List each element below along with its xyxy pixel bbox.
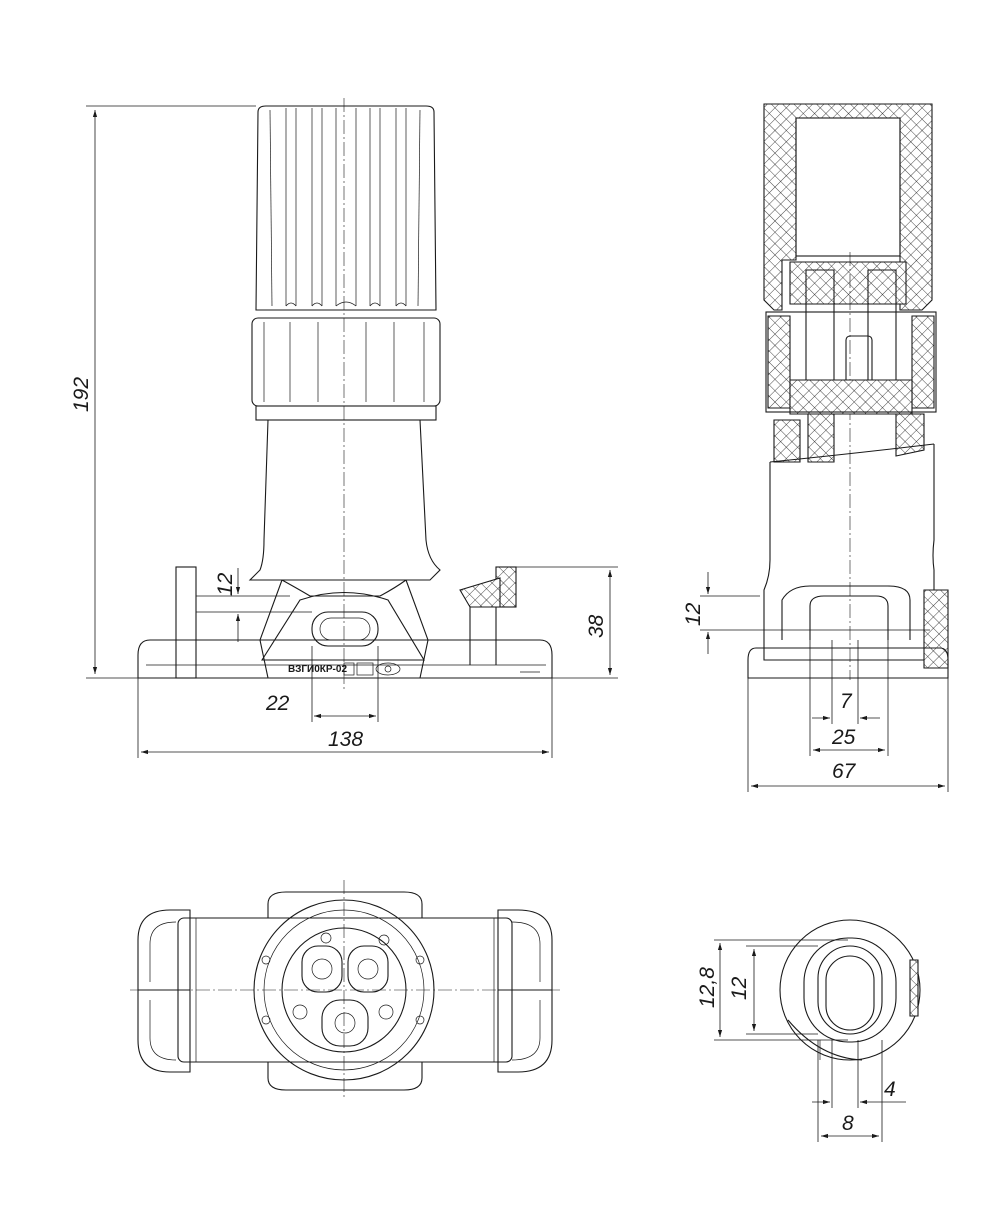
dim-width-138: 138 — [328, 728, 363, 751]
dim-slot-12: 12 — [214, 572, 237, 596]
dim-detail-12: 12 — [728, 976, 751, 1000]
dim-side-7: 7 — [840, 690, 853, 713]
detail-view — [779, 919, 921, 1061]
dim-detail-4: 4 — [884, 1078, 896, 1101]
dim-width-22: 22 — [265, 692, 290, 715]
dim-detail-12-8: 12,8 — [696, 967, 719, 1008]
detail-dimensions: 12,8 12 4 8 — [696, 939, 906, 1142]
product-marking: ВЗГИ0КР-02 — [288, 664, 347, 675]
dim-height-192: 192 — [70, 377, 93, 412]
dim-side-67: 67 — [832, 760, 857, 783]
front-view: ВЗГИ0КР-02 — [137, 98, 553, 690]
side-dimensions: 12 7 25 67 — [682, 572, 949, 792]
side-section-view — [747, 103, 949, 680]
bottom-view — [130, 880, 560, 1100]
dim-detail-8: 8 — [842, 1112, 854, 1135]
dim-side-12: 12 — [682, 602, 705, 626]
dim-side-25: 25 — [831, 726, 856, 749]
dim-height-38: 38 — [585, 614, 608, 638]
front-dimensions: 192 38 12 22 138 — [70, 105, 618, 758]
